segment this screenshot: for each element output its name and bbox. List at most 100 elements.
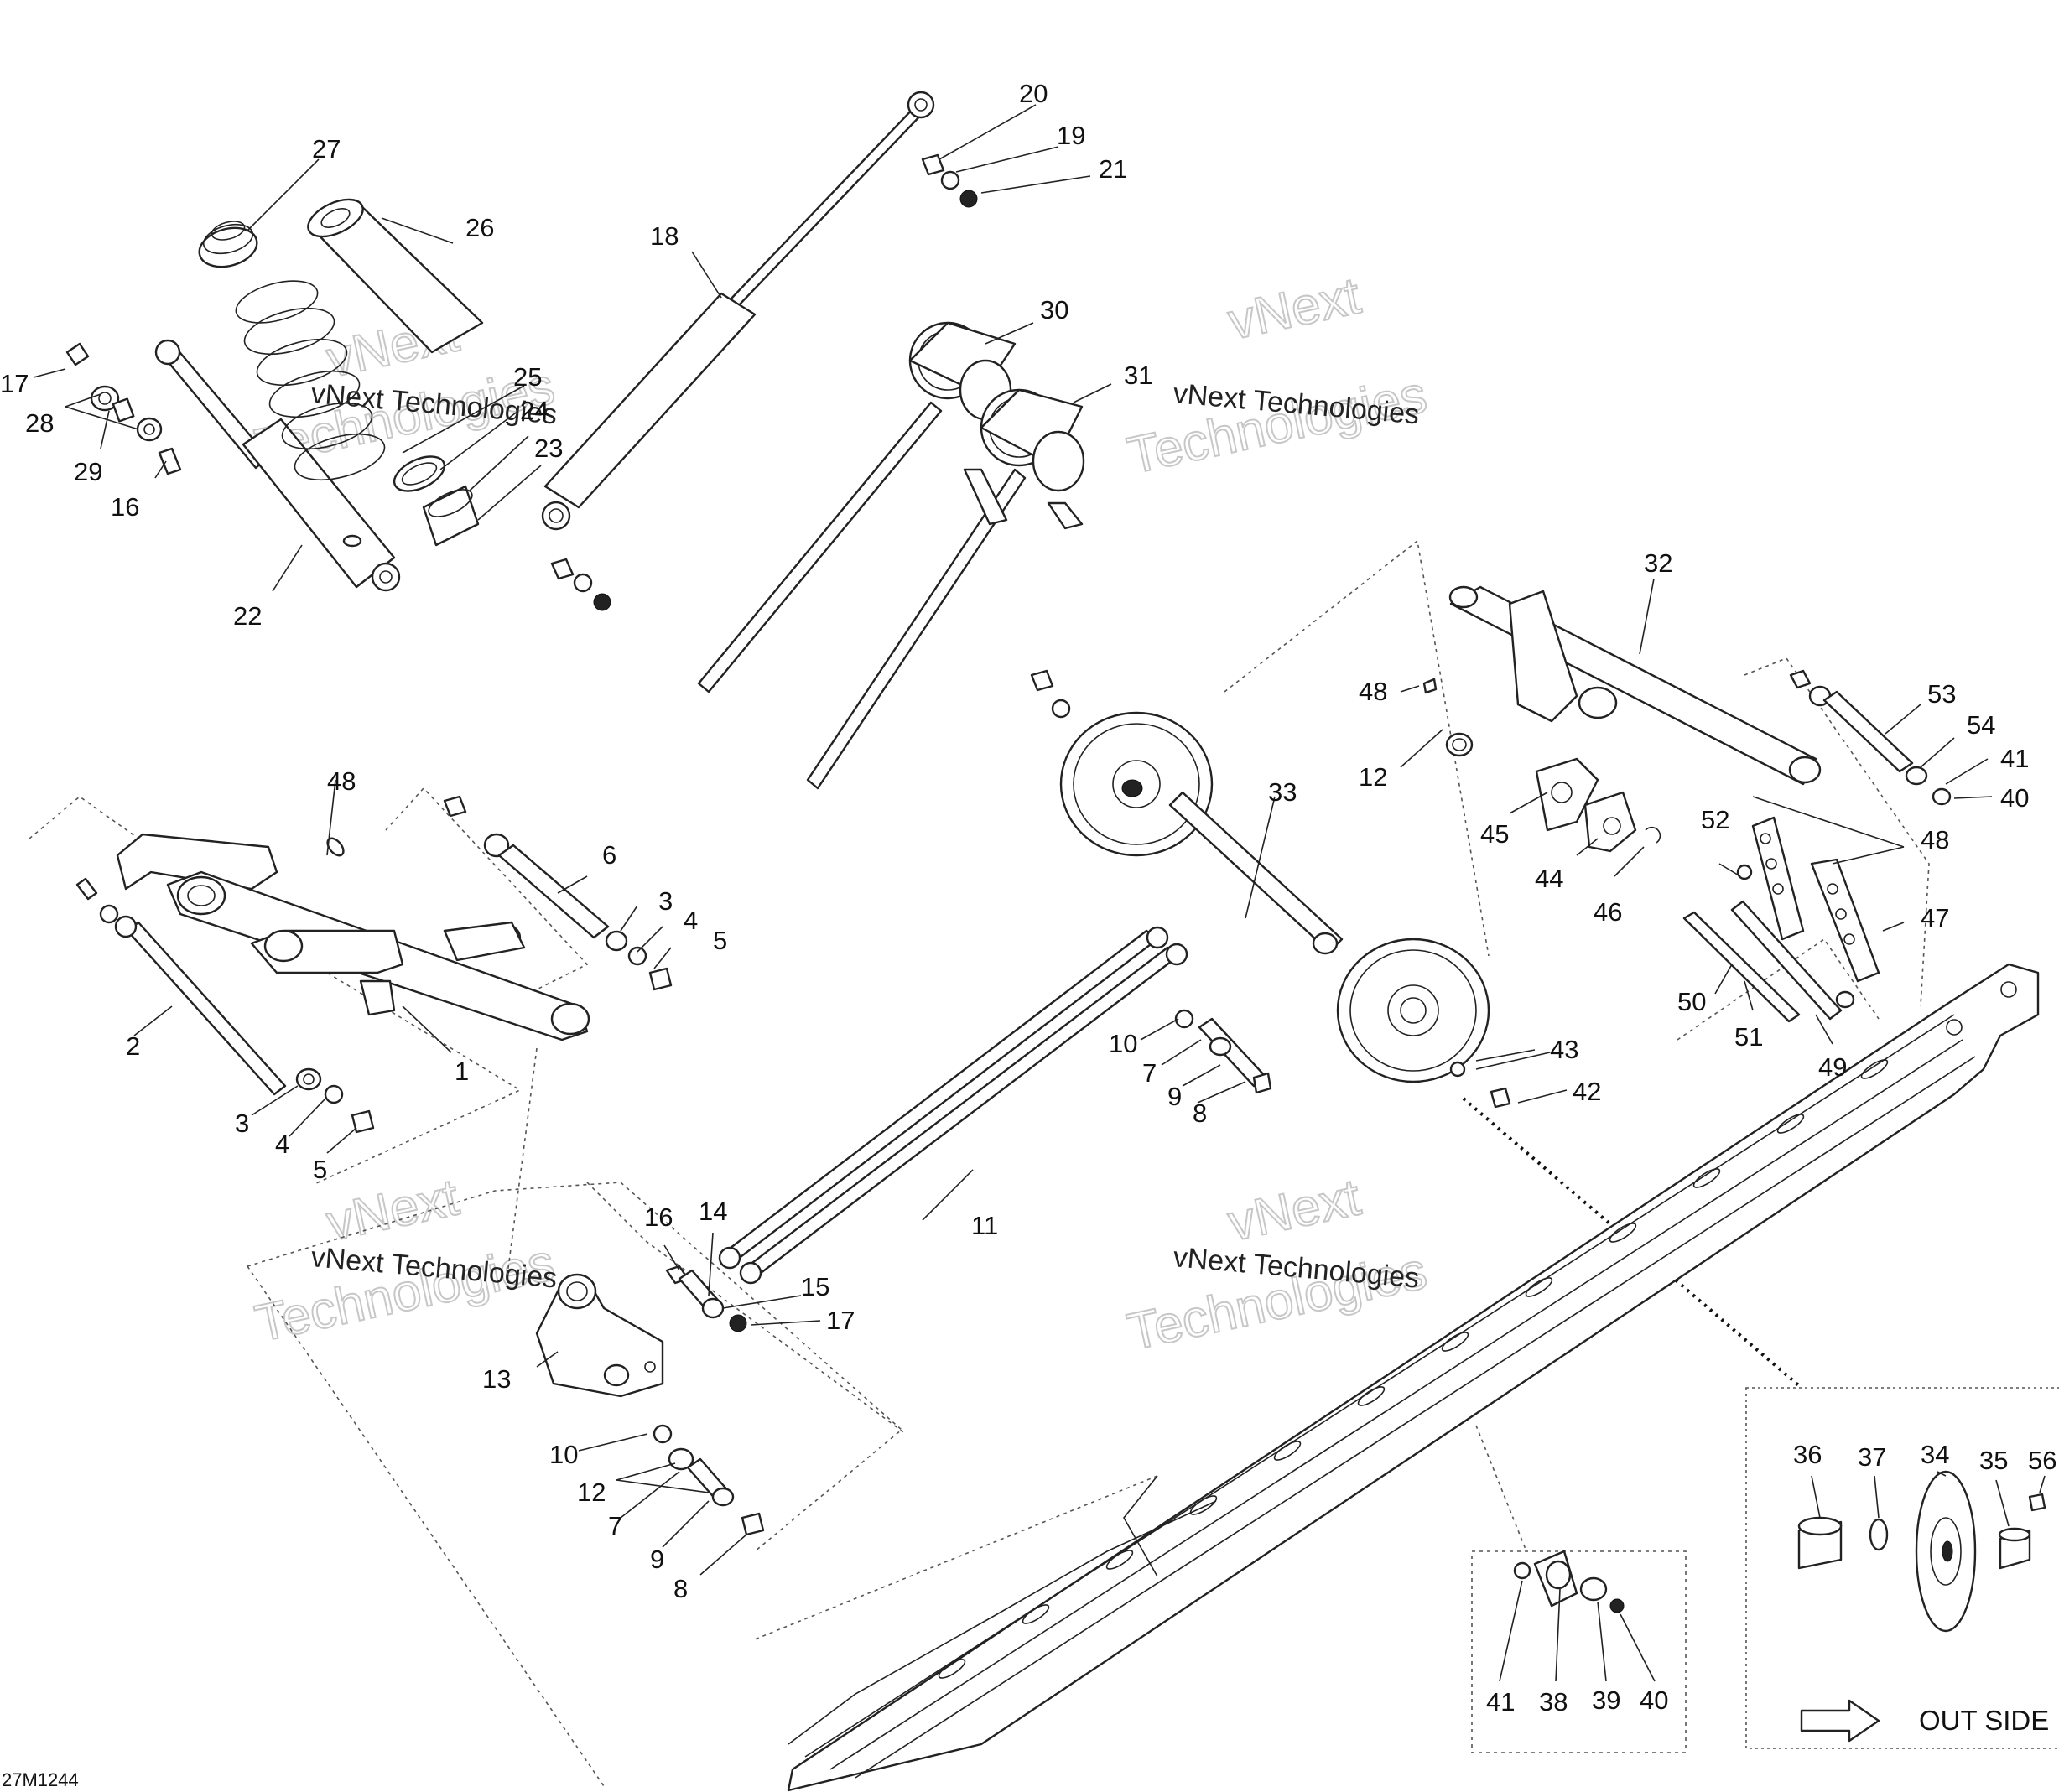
callout-labels: 27 26 25 24 23 17 28 29 16 22 18 20 19 2…	[0, 79, 2056, 1790]
callout-7: 7	[1142, 1058, 1157, 1088]
callout-17: 17	[826, 1306, 855, 1335]
callout-40: 40	[2000, 783, 2029, 813]
callout-4: 4	[684, 906, 698, 935]
link-arm	[535, 1273, 664, 1398]
callout-51: 51	[1734, 1022, 1763, 1052]
callout-24: 24	[520, 396, 549, 425]
callout-1: 1	[455, 1057, 469, 1086]
callout-48: 48	[1359, 677, 1387, 706]
callout-34: 34	[1921, 1440, 1949, 1469]
callout-32: 32	[1644, 548, 1672, 578]
link-arm-hardware-bottom	[653, 1424, 765, 1536]
mounting-brackets	[1535, 757, 1661, 853]
callout-16: 16	[644, 1202, 673, 1232]
shock-hardware-left	[65, 342, 182, 475]
watermark-big: vNext	[1224, 267, 1365, 351]
callout-37: 37	[1858, 1442, 1886, 1472]
out-side-label: OUT SIDE	[1919, 1705, 2049, 1736]
callout-33: 33	[1268, 777, 1297, 807]
callout-10: 10	[549, 1440, 578, 1469]
front-arm-hardware-lower	[295, 1067, 375, 1134]
callout-25: 25	[513, 362, 542, 392]
rear-arm-pin	[1789, 669, 1952, 806]
callout-16: 16	[111, 492, 139, 522]
callout-18: 18	[650, 221, 679, 251]
spring-rings	[393, 455, 480, 547]
torsion-springs	[697, 321, 1085, 790]
front-arm-pin	[326, 795, 673, 991]
callout-26: 26	[465, 213, 494, 242]
callout-22: 22	[233, 601, 262, 631]
watermark-big: vNext	[322, 1168, 464, 1252]
callout-53: 53	[1927, 679, 1956, 709]
spring-retainer-cup	[198, 221, 258, 268]
callout-43: 43	[1550, 1035, 1578, 1064]
rail-holes	[938, 981, 2017, 1679]
link-arm-hardware-top	[665, 1265, 747, 1332]
callout-13: 13	[482, 1364, 511, 1394]
callout-3: 3	[235, 1109, 249, 1138]
callout-21: 21	[1099, 154, 1127, 184]
callout-9: 9	[650, 1545, 664, 1574]
callout-35: 35	[1979, 1446, 2008, 1475]
coil-spring	[235, 280, 386, 481]
callout-46: 46	[1594, 897, 1622, 927]
group-outlines	[29, 539, 2059, 1787]
leader-lines	[33, 104, 2046, 1682]
callout-41: 41	[2000, 744, 2029, 773]
callout-11: 11	[971, 1211, 998, 1240]
callout-8: 8	[673, 1574, 688, 1603]
callout-44: 44	[1535, 864, 1563, 893]
callout-48: 48	[327, 766, 356, 796]
callout-40: 40	[1640, 1686, 1668, 1715]
callout-45: 45	[1480, 819, 1509, 849]
callout-39: 39	[1592, 1686, 1620, 1715]
callout-31: 31	[1124, 361, 1152, 390]
bracket-inset-parts	[1513, 1550, 1625, 1613]
callout-14: 14	[699, 1197, 727, 1226]
diagram-code: 27M1244	[2, 1769, 79, 1790]
callout-38: 38	[1539, 1687, 1568, 1717]
callout-28: 28	[25, 408, 54, 438]
callout-29: 29	[74, 457, 102, 486]
callout-10: 10	[1109, 1029, 1137, 1058]
callout-41: 41	[1486, 1687, 1515, 1717]
front-arm-shaft	[75, 877, 287, 1096]
callout-23: 23	[534, 434, 563, 463]
idler-wheel-right	[1336, 938, 1511, 1109]
callout-17: 17	[0, 369, 29, 398]
spring-cover-sleeve	[307, 198, 484, 354]
callout-30: 30	[1040, 295, 1068, 325]
callout-15: 15	[801, 1272, 829, 1301]
track-slide-rail	[787, 963, 2040, 1792]
callout-12: 12	[1359, 762, 1387, 792]
callout-7: 7	[608, 1511, 622, 1540]
callout-4: 4	[275, 1130, 289, 1159]
rear-links	[1682, 816, 1880, 1023]
callout-56: 56	[2028, 1446, 2056, 1475]
callout-48: 48	[1921, 825, 1949, 854]
rear-arm-frame	[1422, 585, 1822, 786]
rod-hardware	[1174, 1009, 1272, 1094]
watermark-big: vNext	[1224, 1168, 1365, 1252]
front-arm-assembly	[116, 833, 590, 1041]
wheel-detail-inset	[1797, 1470, 2046, 1743]
front-shock	[541, 91, 978, 611]
callout-5: 5	[313, 1155, 327, 1184]
callout-2: 2	[126, 1031, 140, 1061]
callout-3: 3	[658, 886, 673, 916]
callout-54: 54	[1967, 710, 1995, 740]
callout-49: 49	[1818, 1052, 1847, 1082]
callout-36: 36	[1793, 1440, 1822, 1469]
callout-42: 42	[1573, 1077, 1601, 1106]
callout-8: 8	[1193, 1099, 1207, 1128]
callout-20: 20	[1019, 79, 1048, 108]
callout-9: 9	[1167, 1082, 1182, 1111]
callout-50: 50	[1677, 987, 1706, 1016]
callout-5: 5	[713, 926, 727, 955]
connecting-rods	[718, 926, 1188, 1285]
callout-19: 19	[1057, 121, 1085, 150]
callout-6: 6	[602, 840, 616, 870]
rear-shock-assembly	[154, 339, 401, 592]
